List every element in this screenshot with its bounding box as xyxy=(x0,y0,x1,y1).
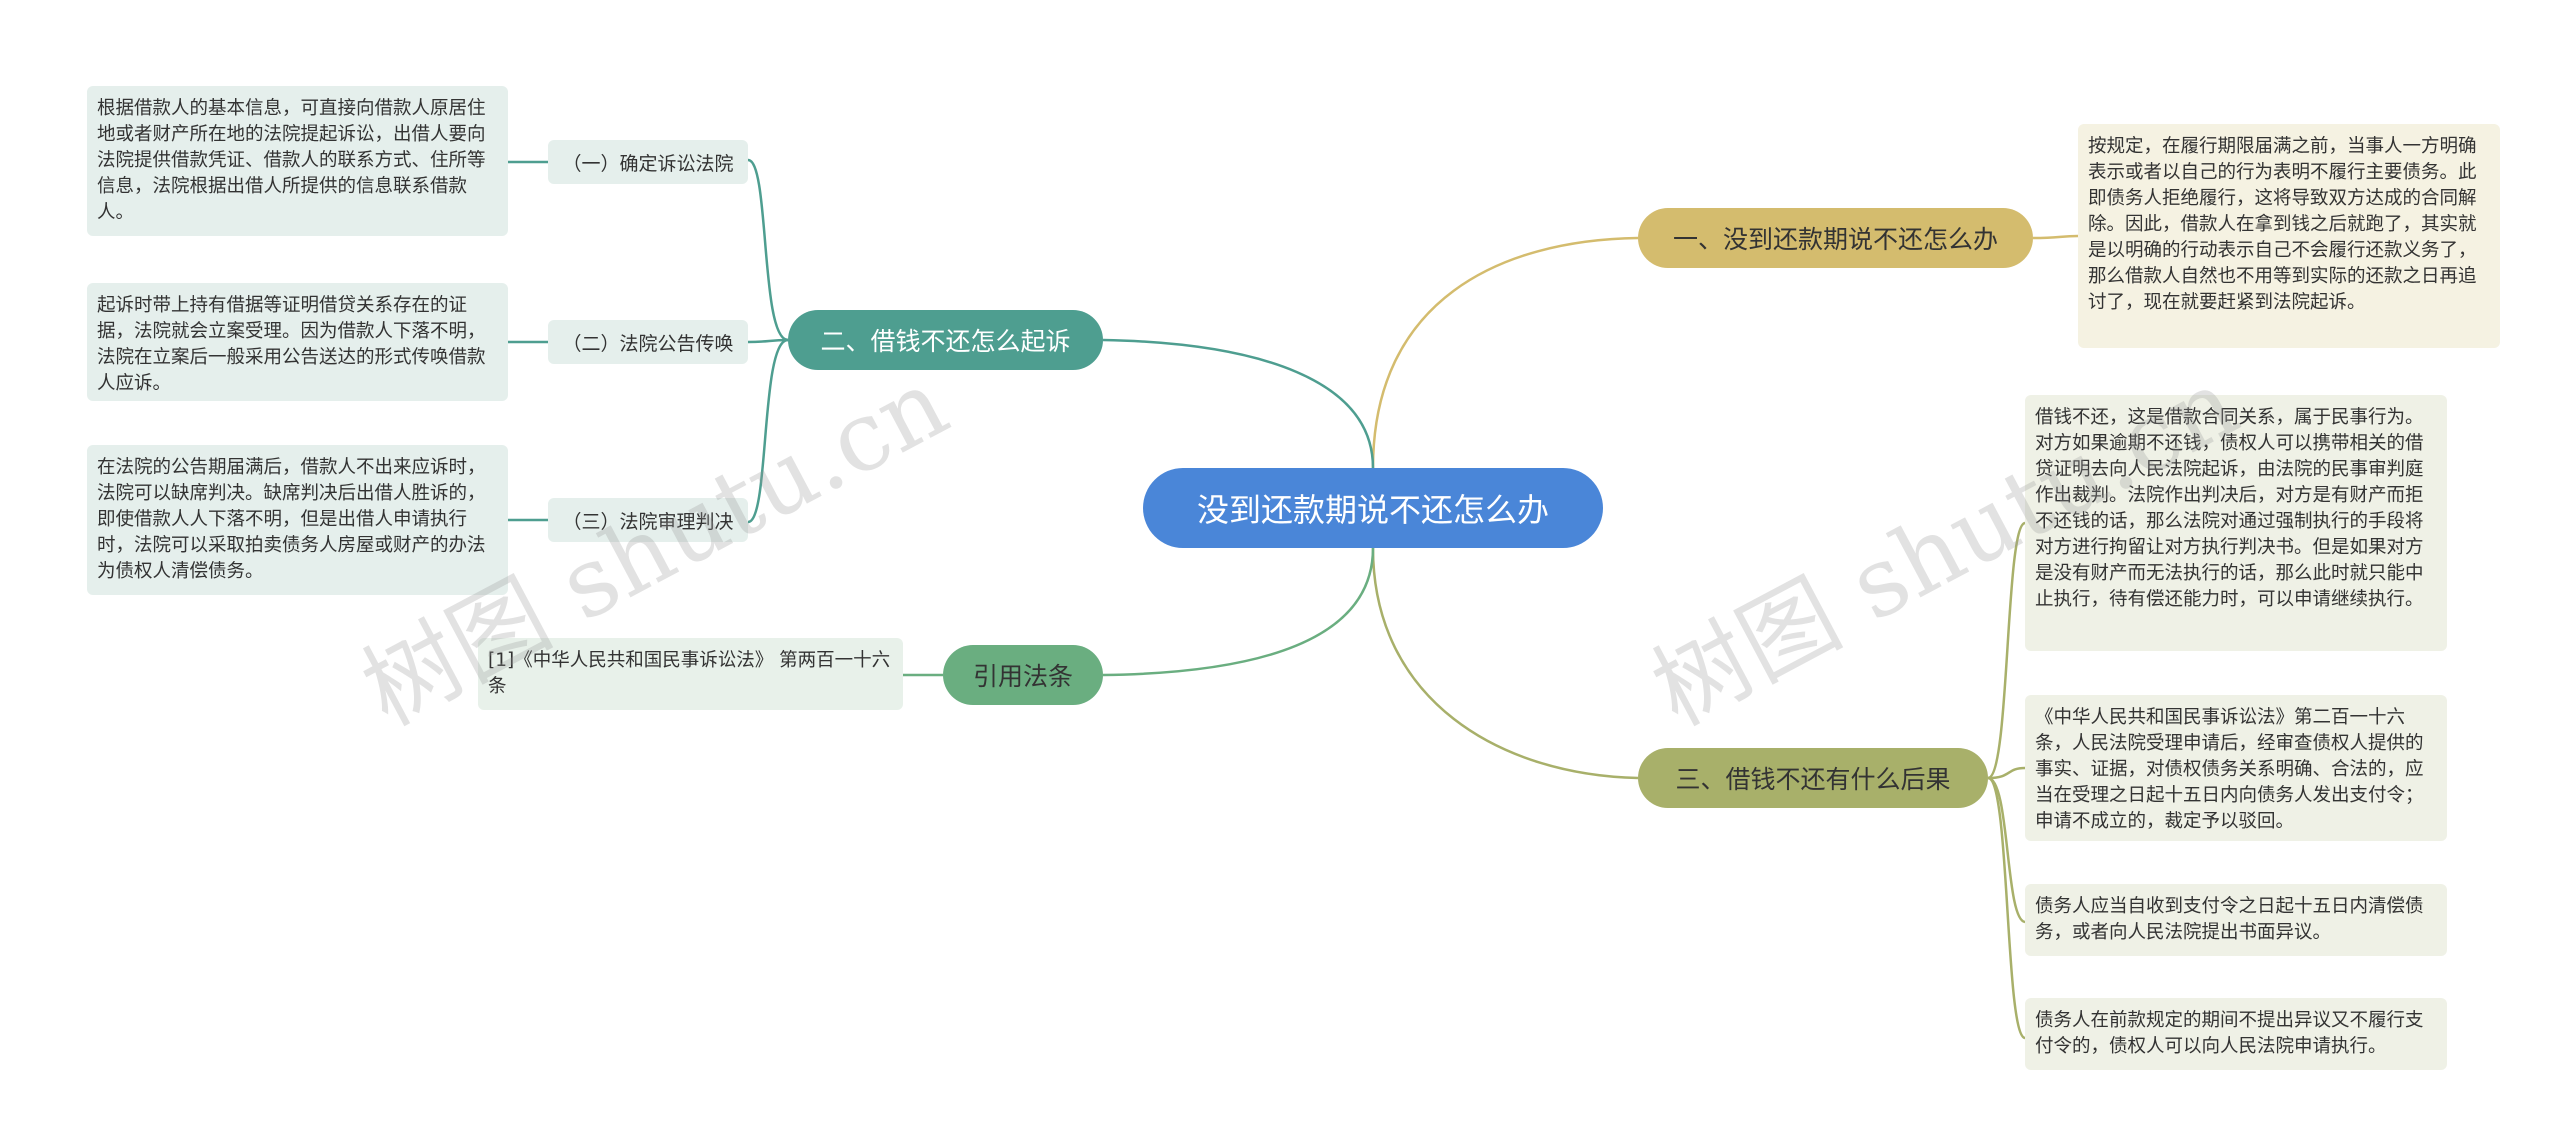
edge-b2-sub3 xyxy=(747,338,789,524)
branch-1-leaf-1: 按规定，在履行期限届满之前，当事人一方明确表示或者以自己的行为表明不履行主要债务… xyxy=(2078,124,2500,348)
branch-3-topic[interactable]: 三、借钱不还有什么后果 xyxy=(1638,748,1988,808)
edge-b3-leaf3 xyxy=(1987,776,2026,924)
branch-2-sub-3[interactable]: （三）法院审理判决 xyxy=(548,498,748,542)
edge-b1-leaf xyxy=(2032,234,2079,240)
edge-root-b4 xyxy=(1102,547,1375,677)
branch-2-sub-2[interactable]: （二）法院公告传唤 xyxy=(548,320,748,364)
branch-2-topic[interactable]: 二、借钱不还怎么起诉 xyxy=(788,310,1103,370)
branch-4-topic[interactable]: 引用法条 xyxy=(943,645,1103,705)
branch-2-sub-2-leaf: 起诉时带上持有借据等证明借贷关系存在的证据，法院就会立案受理。因为借款人下落不明… xyxy=(87,283,508,401)
branch-2-sub-3-leaf: 在法院的公告期届满后，借款人不出来应诉时，法院可以缺席判决。缺席判决后出借人胜诉… xyxy=(87,445,508,595)
edge-b3-leaf2 xyxy=(1987,766,2026,780)
branch-4-leaf-1: [1]《中华人民共和国民事诉讼法》 第两百一十六条 xyxy=(478,638,903,710)
branch-3-leaf-1: 借钱不还，这是借款合同关系，属于民事行为。对方如果逾期不还钱，债权人可以携带相关… xyxy=(2025,395,2447,651)
branch-2-sub-1[interactable]: （一）确定诉讼法院 xyxy=(548,140,748,184)
branch-2-sub-1-leaf: 根据借款人的基本信息，可直接向借款人原居住地或者财产所在地的法院提起诉讼，出借人… xyxy=(87,86,508,236)
branch-3-leaf-3: 债务人应当自收到支付令之日起十五日内清偿债务，或者向人民法院提出书面异议。 xyxy=(2025,884,2447,956)
edge-root-b2 xyxy=(1102,338,1375,469)
branch-1-topic[interactable]: 一、没到还款期说不还怎么办 xyxy=(1638,208,2033,268)
edge-b2-sub1 xyxy=(747,158,789,342)
edge-root-b3 xyxy=(1371,547,1639,780)
edge-b3-leaf4 xyxy=(1987,776,2026,1040)
branch-3-leaf-4: 债务人在前款规定的期间不提出异议又不履行支付令的，债权人可以向人民法院申请执行。 xyxy=(2025,998,2447,1070)
root-topic[interactable]: 没到还款期说不还怎么办 xyxy=(1143,468,1603,548)
edge-root-b1 xyxy=(1371,236,1639,469)
branch-3-leaf-2: 《中华人民共和国民事诉讼法》第二百一十六条，人民法院受理申请后，经审查债权人提供… xyxy=(2025,695,2447,841)
edge-b3-leaf1 xyxy=(1987,521,2026,780)
